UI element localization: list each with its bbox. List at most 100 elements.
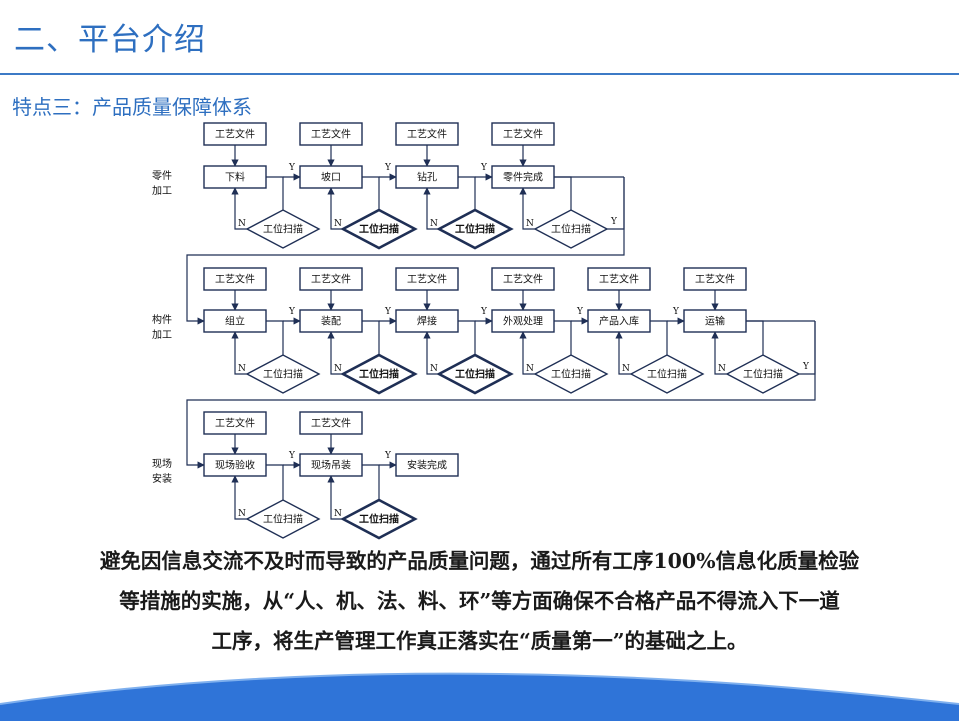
yes-label: Y [384, 451, 392, 461]
scan-decision-label: 工位扫描 [647, 368, 687, 381]
scan-decision-diamond [629, 354, 705, 394]
doc-box [299, 122, 363, 146]
no-feedback-line [423, 331, 439, 375]
scan-decision-diamond [533, 354, 609, 394]
scan-decision-diamond [436, 208, 514, 250]
doc-box-label: 工艺文件 [311, 273, 351, 286]
no-label: N [334, 509, 342, 519]
no-feedback-line [519, 331, 535, 375]
process-step [299, 453, 363, 477]
scan-decision-diamond [245, 499, 321, 539]
doc-box-label: 工艺文件 [311, 417, 351, 430]
doc-box [395, 267, 459, 291]
process-step [299, 309, 363, 333]
yes-label: Y [672, 307, 680, 317]
process-step-label: 零件完成 [503, 171, 543, 184]
doc-box-label: 工艺文件 [503, 128, 543, 141]
process-step [491, 309, 555, 333]
yes-label: Y [288, 307, 296, 317]
flow-edges [186, 145, 816, 520]
doc-box [203, 411, 267, 435]
no-label: N [622, 364, 630, 374]
body-line: 工序，将生产管理工作真正落实在“质量第一”的基础之上。 [211, 629, 748, 653]
scan-decision-label: 工位扫描 [551, 368, 591, 381]
section-label: 安装 [152, 472, 172, 485]
scan-decision-label: 工位扫描 [455, 223, 495, 236]
step-to-scan-line [650, 320, 668, 355]
no-label: N [430, 364, 438, 374]
step-to-scan-line [266, 320, 284, 355]
process-step-label: 外观处理 [503, 316, 543, 328]
scan-decision-label: 工位扫描 [263, 368, 303, 381]
yes-label: Y [802, 362, 810, 372]
process-step-label: 下料 [225, 171, 245, 184]
process-step [203, 453, 267, 477]
yes-label: Y [480, 307, 488, 317]
section-label: 加工 [152, 185, 172, 197]
step-to-scan-line [554, 320, 572, 355]
step-to-scan-line [746, 320, 764, 355]
section-label: 加工 [152, 329, 172, 341]
no-label: N [334, 364, 342, 374]
section-subtitle: 特点三：产品质量保障体系 [12, 95, 252, 119]
scan-decision-label: 工位扫描 [359, 368, 399, 381]
scan-decision-label: 工位扫描 [263, 513, 303, 526]
wrap-arrow [186, 321, 816, 469]
no-feedback-line [327, 331, 343, 375]
no-feedback-line [231, 331, 247, 375]
step-to-scan-line [362, 464, 380, 500]
doc-box-label: 工艺文件 [215, 128, 255, 141]
process-step-label: 产品入库 [599, 315, 639, 328]
no-label: N [526, 219, 534, 229]
doc-box-label: 工艺文件 [311, 128, 351, 141]
process-flow-diagram: 零件加工下料工艺文件工位扫描NY坡口工艺文件工位扫描NY钻孔工艺文件工位扫描NY… [152, 122, 816, 540]
process-step-label: 现场吊装 [311, 459, 351, 472]
process-step [395, 453, 459, 477]
section-label: 零件 [152, 170, 172, 182]
yes-label: Y [384, 163, 392, 173]
yes-label: Y [288, 451, 296, 461]
scan-decision-diamond [436, 353, 514, 395]
step-to-scan-line [554, 176, 572, 210]
doc-box-label: 工艺文件 [215, 273, 255, 286]
title-rule [0, 73, 959, 75]
yes-label: Y [480, 163, 488, 173]
yes-label: Y [576, 307, 584, 317]
doc-box-label: 工艺文件 [695, 273, 735, 286]
process-step-label: 坡口 [321, 171, 341, 184]
yes-label: Y [610, 217, 618, 227]
doc-box [395, 122, 459, 146]
doc-box-label: 工艺文件 [215, 417, 255, 430]
doc-box-label: 工艺文件 [503, 273, 543, 286]
scan-decision-diamond [340, 498, 418, 540]
slide-title: 二、平台介绍 [14, 22, 206, 58]
doc-box [683, 267, 747, 291]
process-step-label: 安装完成 [407, 459, 447, 472]
doc-box [587, 267, 651, 291]
flow-nodes: 零件加工下料工艺文件工位扫描NY坡口工艺文件工位扫描NY钻孔工艺文件工位扫描NY… [152, 122, 810, 540]
process-step [203, 165, 267, 189]
process-step [299, 165, 363, 189]
doc-box-label: 工艺文件 [599, 273, 639, 286]
no-label: N [334, 219, 342, 229]
section-label: 现场 [152, 457, 172, 470]
step-to-scan-line [266, 464, 284, 500]
no-label: N [238, 509, 246, 519]
step-to-scan-line [362, 176, 380, 210]
process-step-label: 组立 [225, 315, 245, 328]
no-feedback-line [231, 475, 247, 520]
doc-box [203, 122, 267, 146]
no-label: N [430, 219, 438, 229]
doc-box [203, 267, 267, 291]
scan-decision-diamond [340, 353, 418, 395]
doc-box [491, 267, 555, 291]
no-feedback-line [615, 331, 631, 375]
step-to-scan-line [458, 176, 476, 210]
scan-decision-label: 工位扫描 [263, 223, 303, 236]
process-step-label: 钻孔 [417, 171, 437, 184]
yes-label: Y [384, 307, 392, 317]
scan-decision-diamond [340, 208, 418, 250]
yes-label: Y [288, 163, 296, 173]
section-label: 构件 [152, 313, 172, 326]
process-step [491, 165, 555, 189]
